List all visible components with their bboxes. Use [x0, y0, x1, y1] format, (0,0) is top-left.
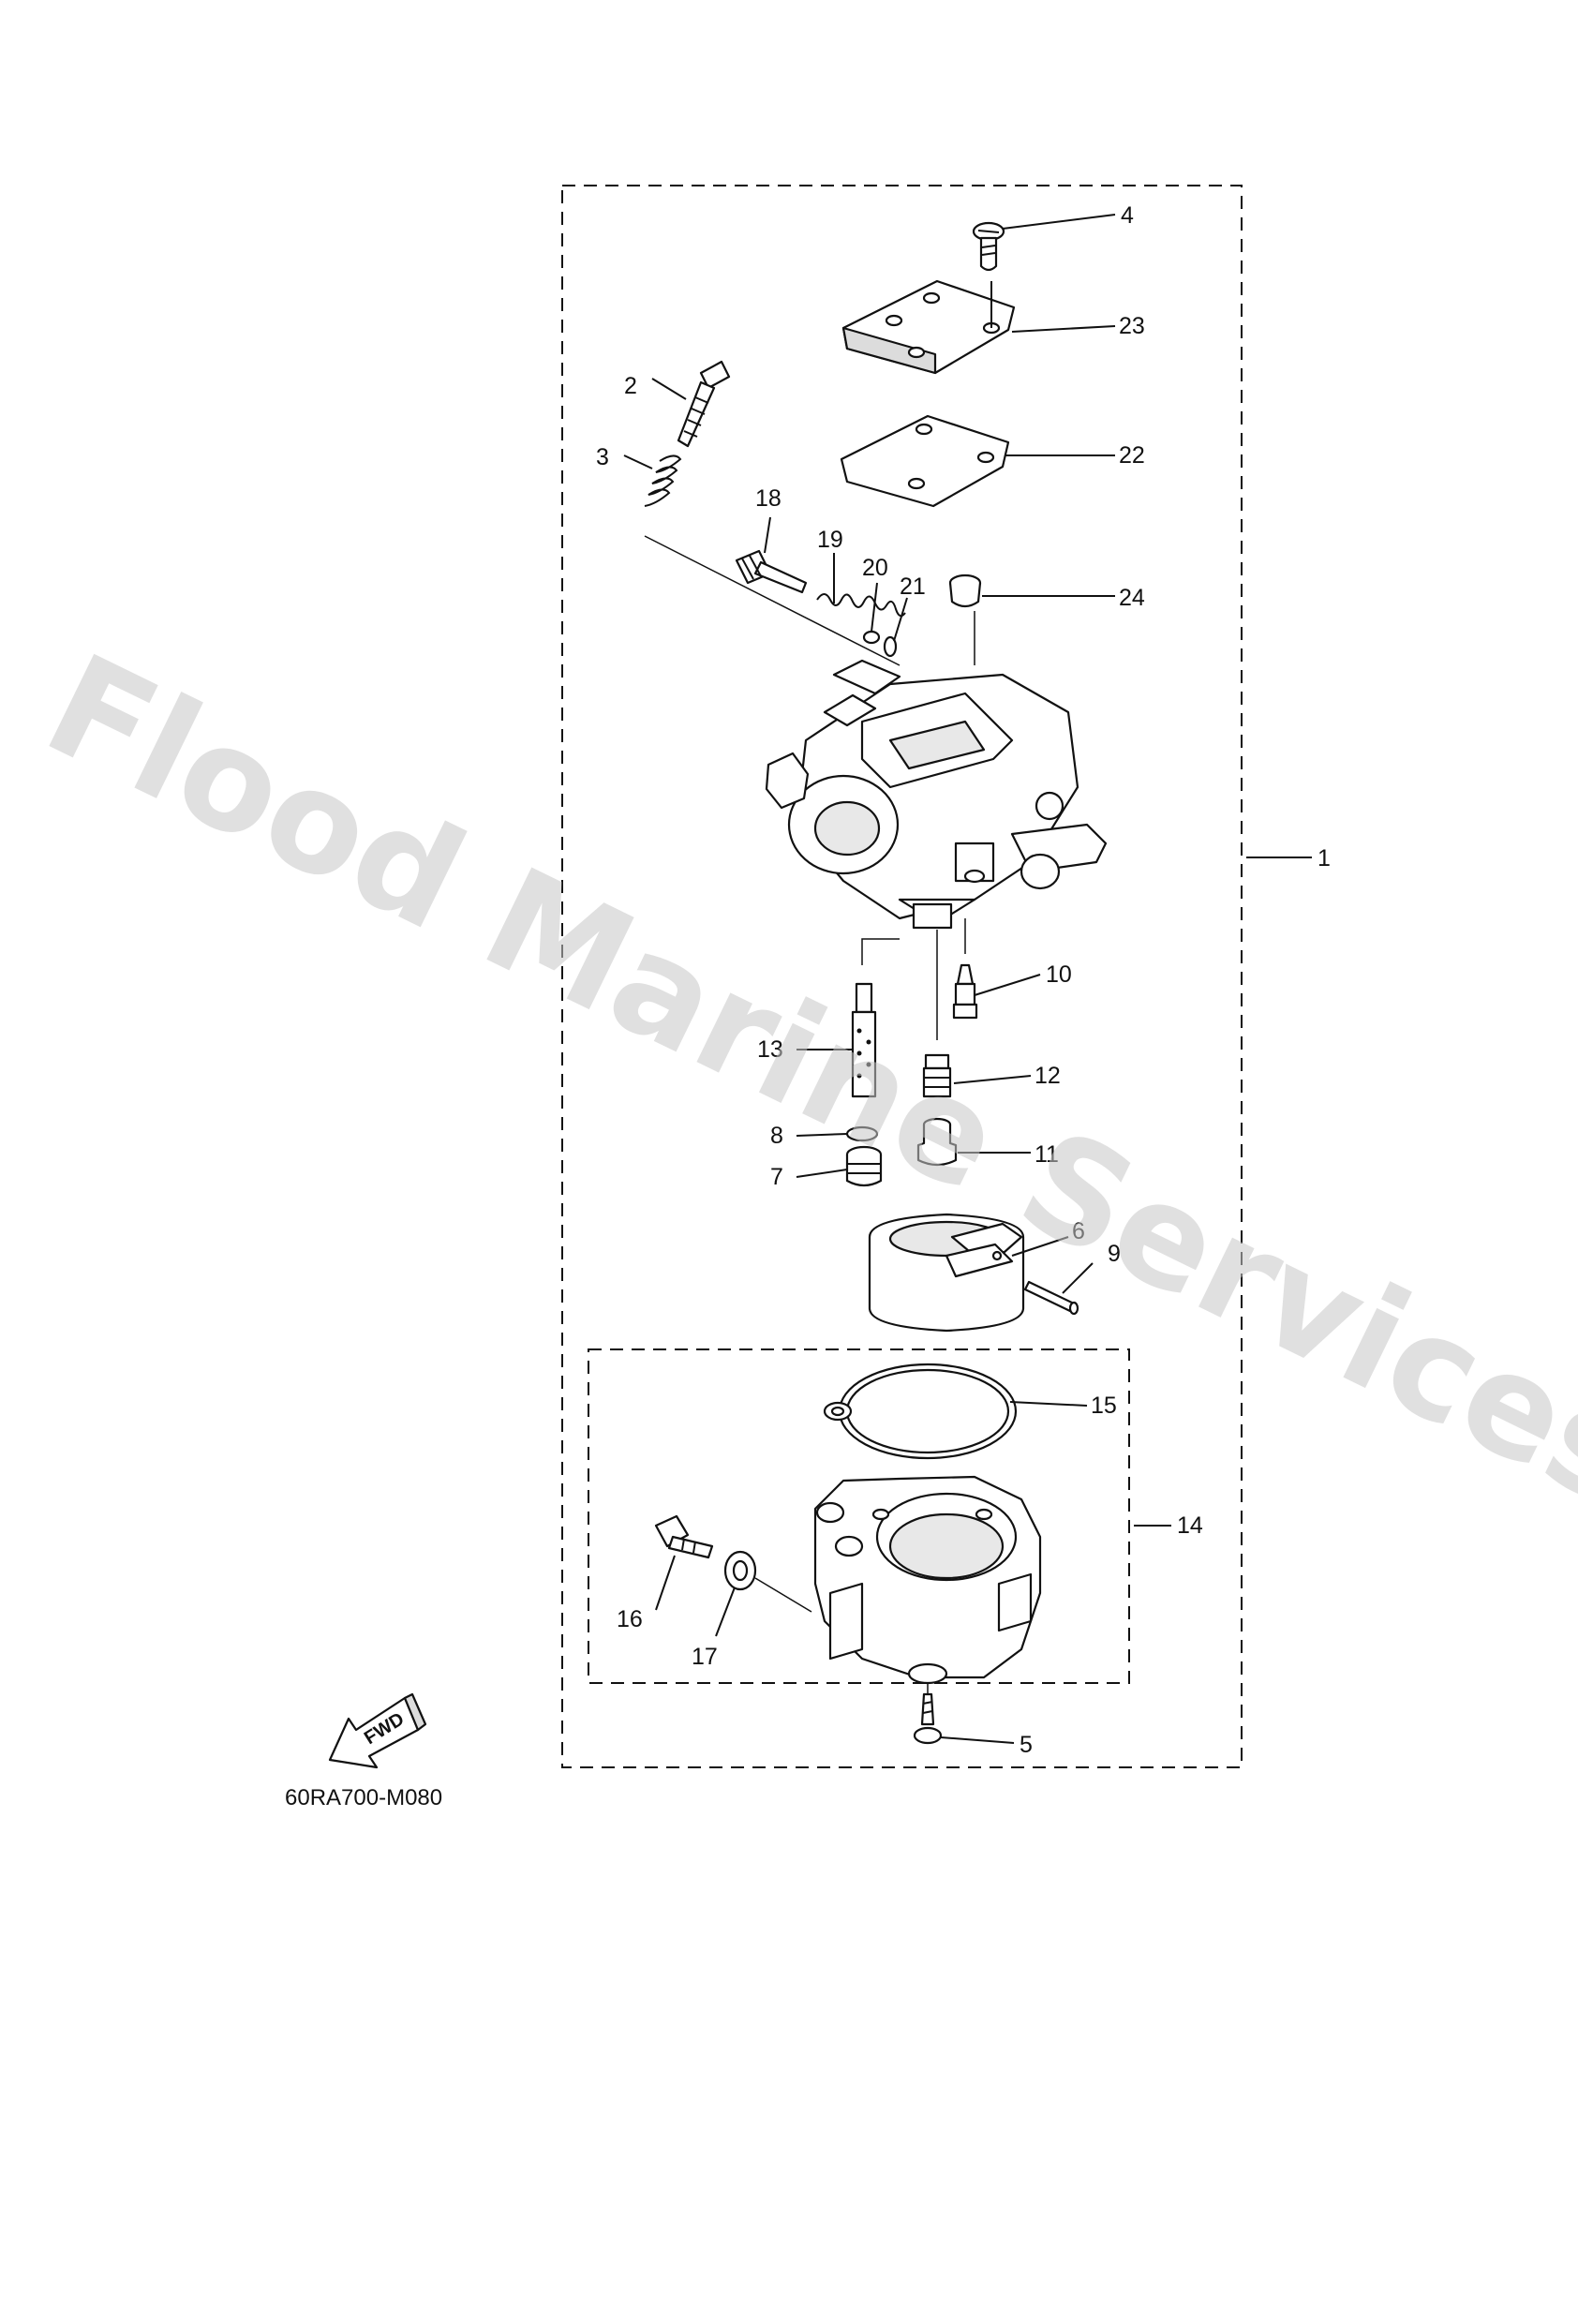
part-21-o-ring: [883, 635, 898, 658]
part-17-washer: [723, 1550, 757, 1591]
part-19-spring: [816, 593, 906, 618]
part-12-pilot-jet: [922, 1053, 952, 1098]
part-22-gasket: [840, 414, 1010, 508]
part-4-screw: [972, 221, 1005, 272]
callout-21: 21: [900, 574, 926, 600]
part-3-spring: [644, 454, 682, 507]
part-5-screw: [913, 1692, 943, 1745]
callout-4: 4: [1121, 202, 1134, 229]
callout-12: 12: [1035, 1063, 1061, 1089]
callout-19: 19: [817, 527, 843, 553]
callout-2: 2: [624, 373, 637, 399]
callout-20: 20: [862, 555, 888, 581]
callout-13: 13: [757, 1036, 783, 1063]
part-7-plug: [845, 1145, 883, 1187]
part-11-main-jet: [916, 1117, 958, 1167]
part-15-gasket: [823, 1363, 1018, 1460]
float-chamber-boundary: [588, 1348, 1130, 1684]
part-24-plug: [948, 574, 982, 608]
part-10-needle-valve: [952, 963, 978, 1020]
float-chamber-body: [813, 1475, 1042, 1685]
callout-15: 15: [1091, 1393, 1117, 1419]
carburetor-body: [765, 659, 1108, 930]
callout-3: 3: [596, 444, 609, 470]
part-16-drain-bolt: [654, 1514, 714, 1559]
callout-16: 16: [617, 1606, 643, 1632]
callout-17: 17: [692, 1644, 718, 1670]
diagram-code: 60RA700-M080: [285, 1785, 442, 1810]
callout-6: 6: [1072, 1218, 1085, 1244]
part-20-washer: [862, 630, 881, 645]
assembly-boundary: [561, 185, 1243, 1768]
callout-23: 23: [1119, 313, 1145, 339]
callout-leaders: [623, 214, 1312, 1744]
callout-1: 1: [1317, 845, 1331, 872]
callout-24: 24: [1119, 585, 1145, 611]
part-2-screw: [677, 360, 731, 448]
part-13-main-nozzle: [851, 982, 877, 1098]
watermark: Flood Marine Services: [22, 624, 1578, 1539]
callout-5: 5: [1020, 1732, 1033, 1758]
callout-18: 18: [755, 485, 782, 512]
callout-9: 9: [1108, 1241, 1121, 1267]
callout-7: 7: [770, 1164, 783, 1190]
callout-8: 8: [770, 1123, 783, 1149]
callout-14: 14: [1177, 1512, 1203, 1539]
fwd-arrow-icon: FWD: [328, 1692, 427, 1769]
callout-10: 10: [1046, 961, 1072, 988]
callout-22: 22: [1119, 442, 1145, 469]
part-9-float-pin: [1023, 1280, 1079, 1316]
part-23-cover-plate: [841, 279, 1016, 375]
part-6-float: [868, 1213, 1025, 1333]
callout-11: 11: [1035, 1141, 1059, 1168]
part-18-pilot-screw: [735, 549, 808, 594]
